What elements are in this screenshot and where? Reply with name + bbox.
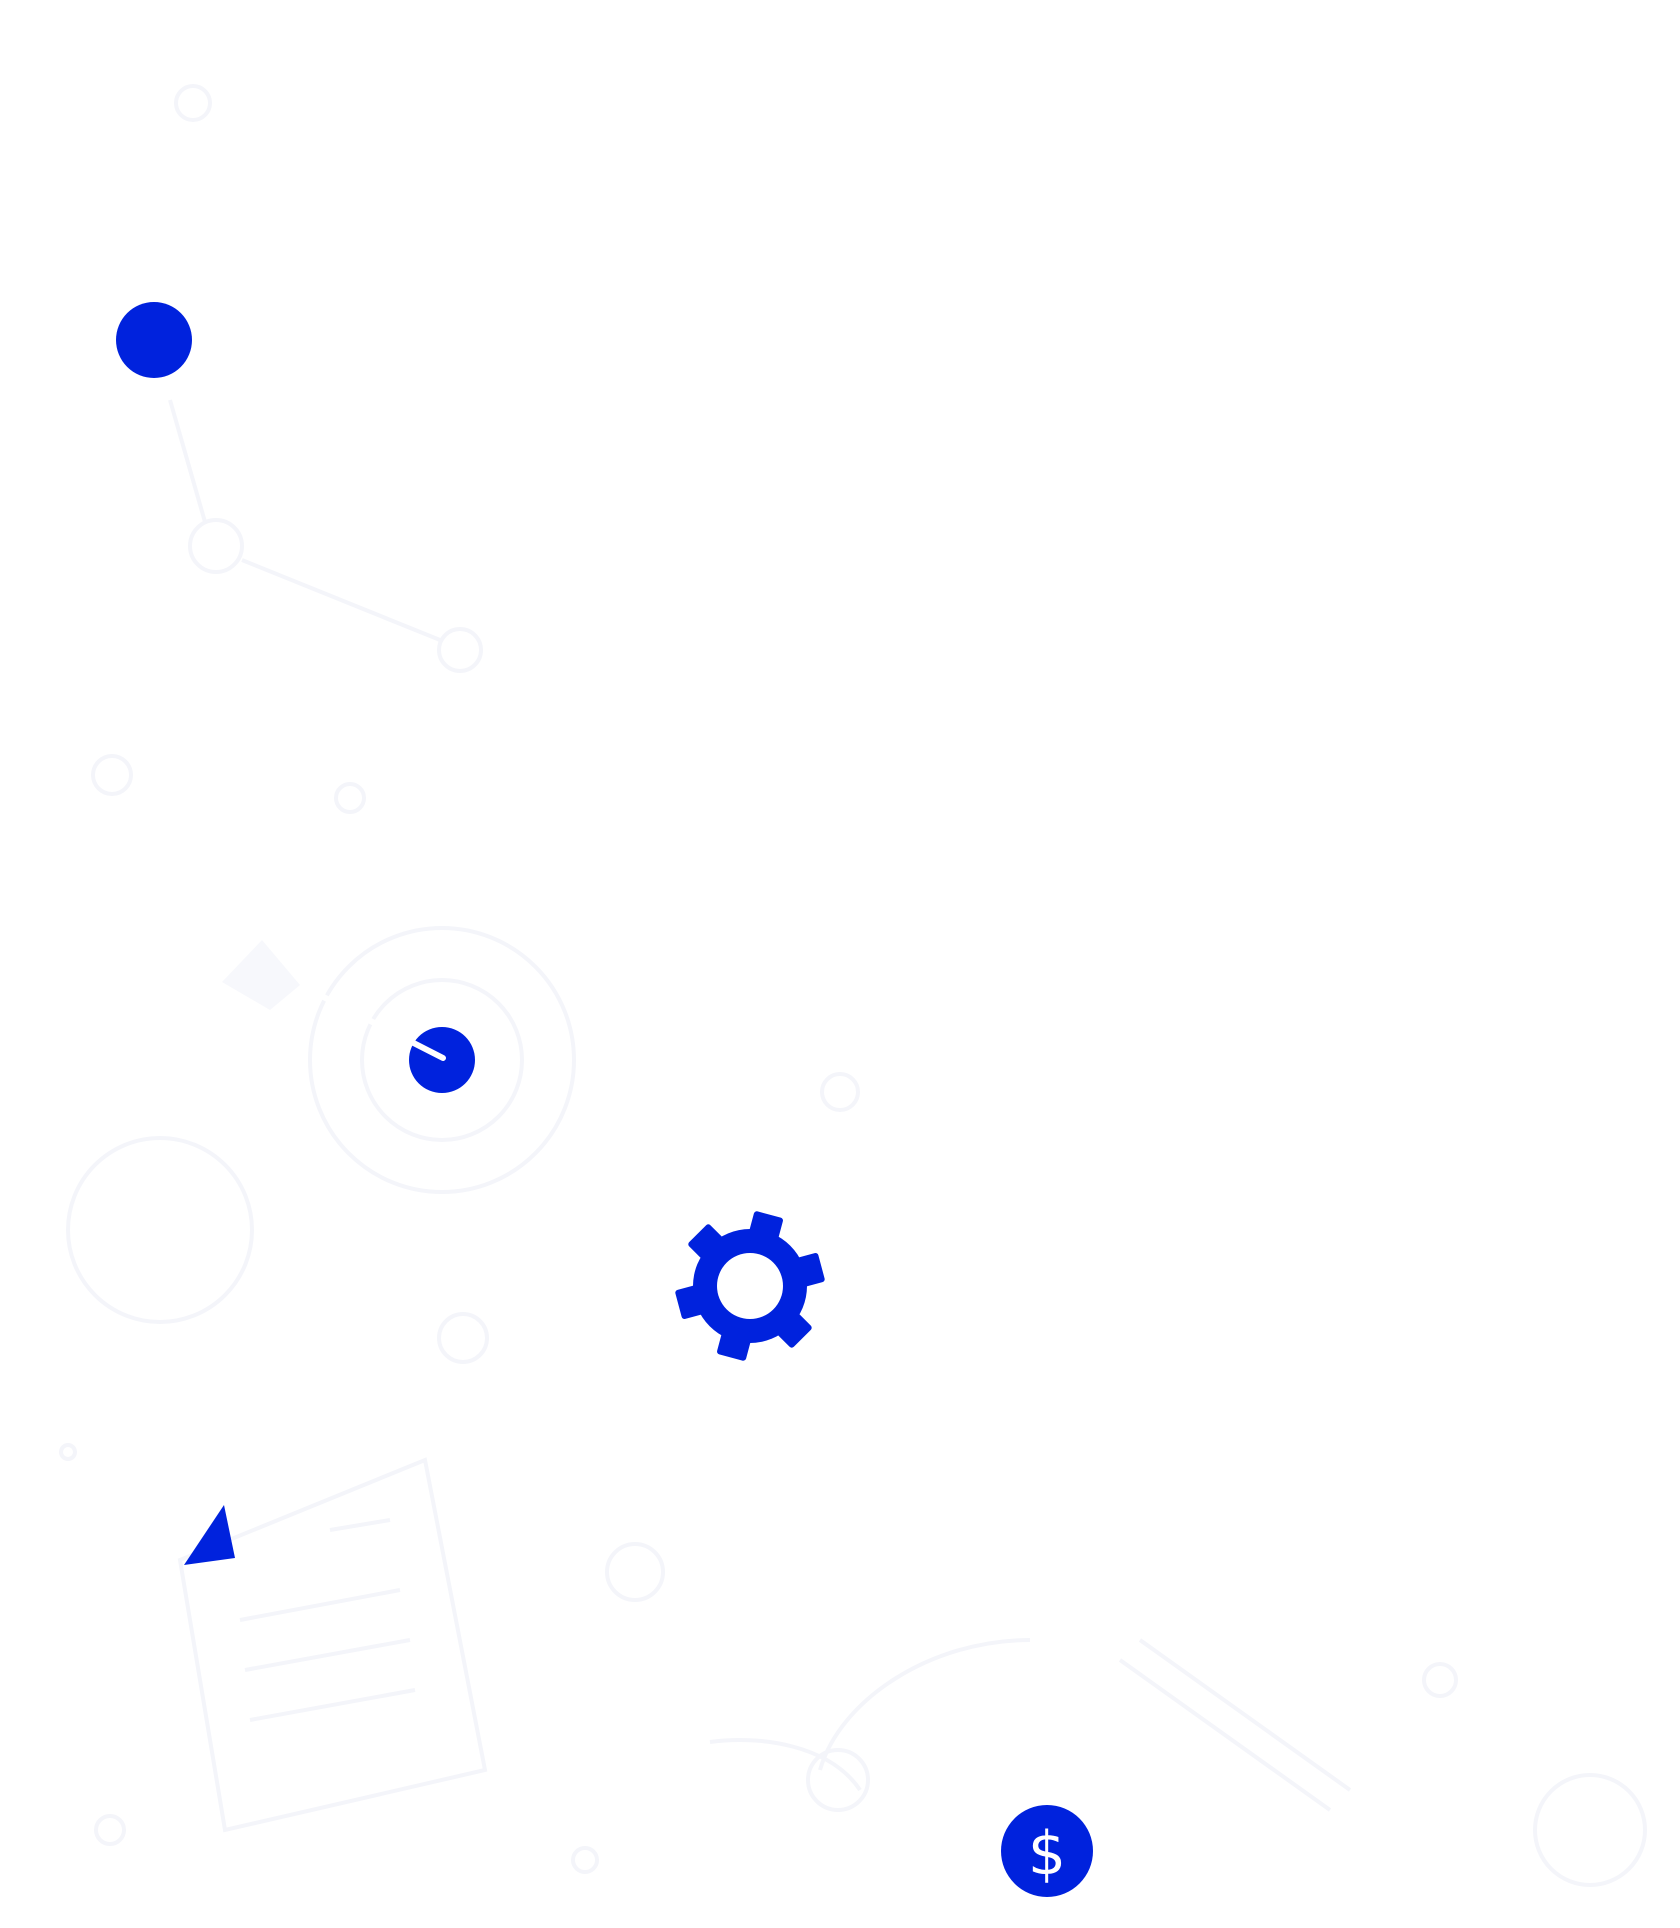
target-outer-ring <box>308 926 576 1194</box>
arrow-fletching <box>222 940 300 1010</box>
faint-outlines <box>59 84 1647 1887</box>
faint-node-icon <box>59 1443 77 1461</box>
target-middle-ring <box>360 978 524 1142</box>
node-dot-icon <box>116 302 192 378</box>
pen-icon <box>1118 1638 1352 1812</box>
faint-node-icon <box>1422 1662 1458 1698</box>
faint-node-icon <box>94 1814 126 1846</box>
arrow-icon <box>297 982 446 1061</box>
faint-node-icon <box>437 627 483 673</box>
curved-arrow-icon <box>709 1638 1031 1812</box>
network-edge <box>241 558 441 642</box>
faint-large-circle <box>1533 1773 1647 1887</box>
faint-node-icon <box>437 1312 489 1364</box>
gear-icon <box>675 1211 825 1361</box>
document-icon <box>177 1457 488 1833</box>
faint-node-icon <box>188 518 244 574</box>
paper-plane-icon <box>184 1505 235 1565</box>
coin-symbol: $ <box>1028 1819 1066 1889</box>
faint-node-icon <box>571 1846 599 1874</box>
dollar-coin-icon: $ <box>1001 1805 1093 1897</box>
faint-node-icon <box>174 84 212 122</box>
faint-node-icon <box>91 754 133 796</box>
faint-node-icon <box>820 1072 860 1112</box>
network-edge <box>168 399 207 523</box>
gear-hole <box>717 1253 783 1319</box>
faint-node-icon <box>334 782 366 814</box>
target-icon <box>222 940 475 1093</box>
faint-node-icon <box>605 1542 665 1602</box>
faint-large-circle <box>66 1136 254 1324</box>
